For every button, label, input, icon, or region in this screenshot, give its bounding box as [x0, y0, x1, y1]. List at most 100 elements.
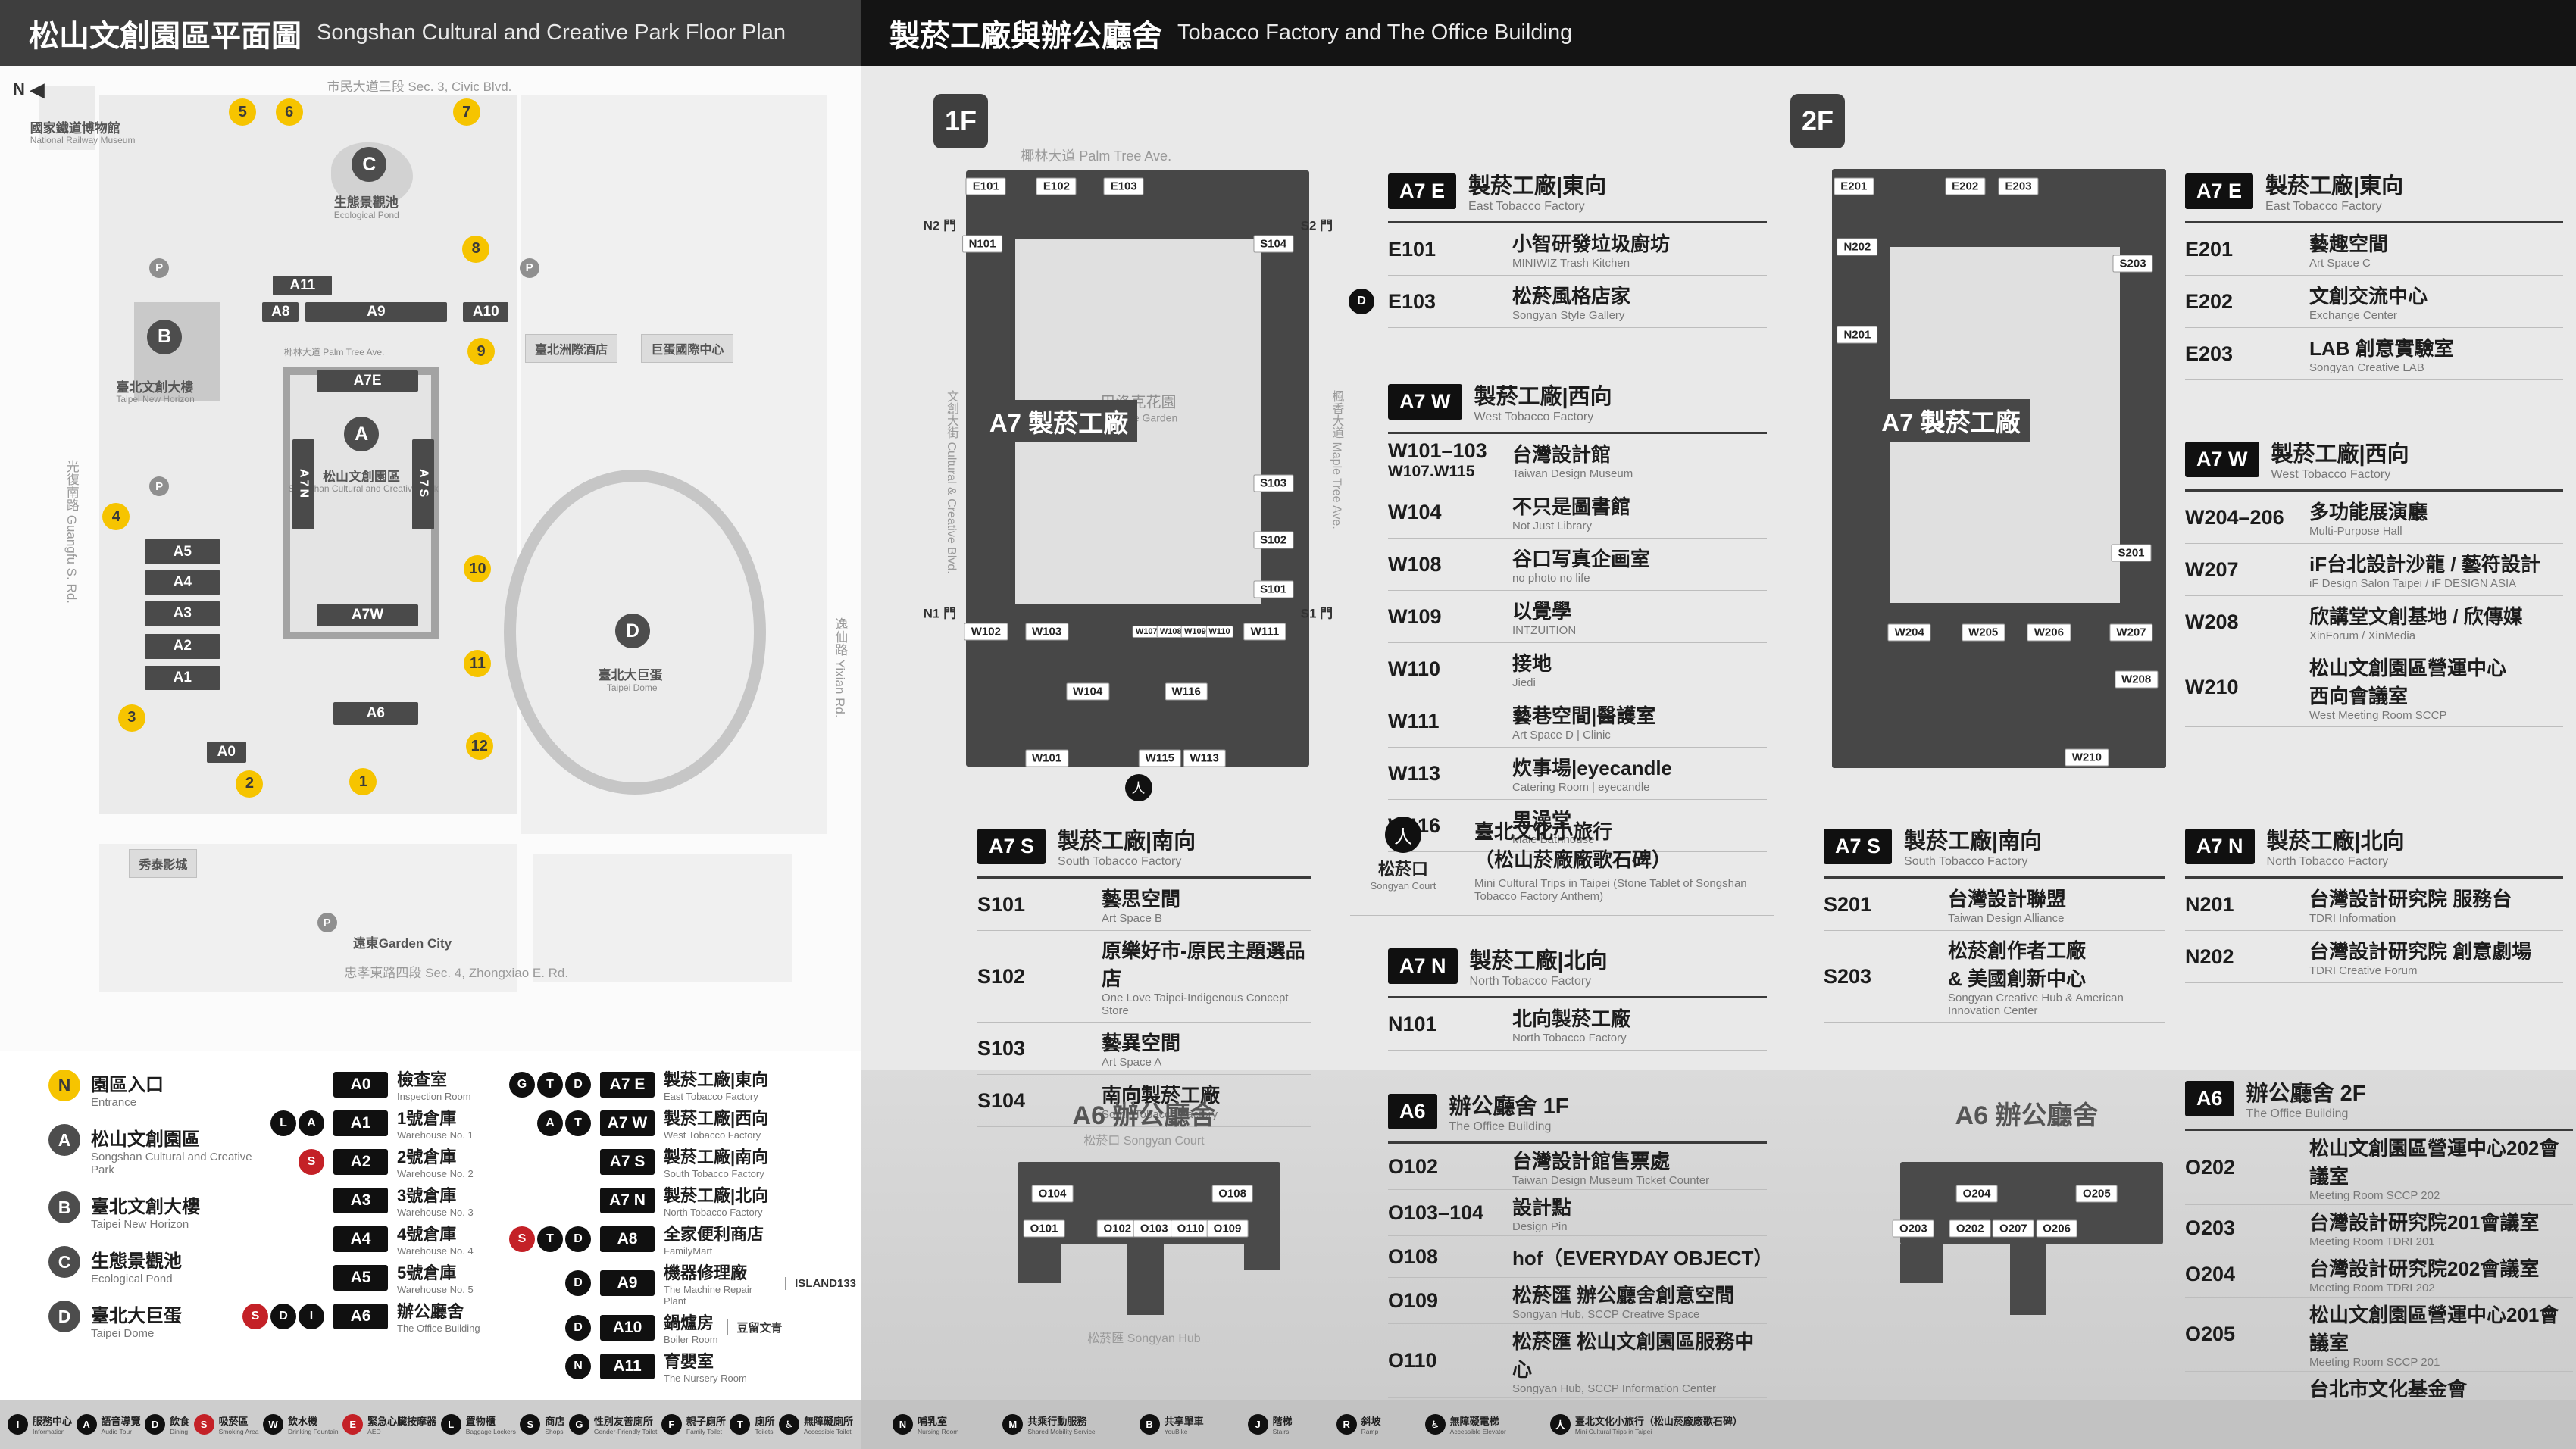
plan-room-label: O103: [1133, 1219, 1175, 1238]
map-label: 遠東Garden City: [352, 936, 452, 951]
facility-icon: J: [1247, 1414, 1268, 1435]
room-code: E202: [2185, 289, 2234, 313]
facility-icon: F: [661, 1414, 682, 1435]
facility-text: 哺乳室 Nursing Room: [918, 1416, 959, 1435]
map-label: 椰林大道 Palm Tree Ave.: [283, 347, 385, 358]
plan-room-label: W109: [1181, 626, 1209, 639]
facility-text: 性別友善廁所 Gender-Friendly Toilet: [593, 1416, 658, 1435]
legend-code-badge: A8: [600, 1226, 655, 1252]
facility-text: 廁所 Toilets: [755, 1416, 775, 1435]
legend-item: S A2 2號倉庫 Warehouse No. 2: [267, 1144, 486, 1179]
entrance-number-marker: 7: [452, 98, 480, 126]
right-title-zh: 製菸工廠與辦公廳舍: [889, 19, 1162, 53]
map-label: 秀泰影城: [129, 848, 198, 878]
legend-item: A5 5號倉庫 Warehouse No. 5: [267, 1260, 486, 1295]
section-tag: A6: [2185, 1080, 2234, 1116]
entrance-number-marker: 11: [464, 650, 492, 678]
entrance-number-marker: 5: [229, 98, 257, 126]
facility-text: 階梯 Stairs: [1272, 1416, 1293, 1435]
plan-room-label: O108: [1211, 1185, 1253, 1203]
facility-icon: S: [242, 1303, 268, 1329]
room-code: W104: [1388, 500, 1442, 523]
building-block-label: A10: [463, 302, 509, 322]
legend-item: A7 N 製菸工廠|北向 North Tobacco Factory: [506, 1182, 856, 1218]
legend-text: 2號倉庫 Warehouse No. 2: [397, 1148, 474, 1179]
facility-icon: 人: [1549, 1414, 1571, 1435]
facility-icon: ♿: [778, 1414, 799, 1435]
section-a7w-2f: A7 W 製菸工廠|西向 West Tobacco Factory W204–2…: [2185, 436, 2563, 727]
room-code: O202: [2185, 1156, 2236, 1179]
facility-icon: T: [565, 1110, 591, 1136]
legend-code-badge: A7 W: [600, 1110, 655, 1136]
plan-room-label: N201: [1837, 326, 1878, 344]
plan-room-label: S201: [2111, 544, 2152, 562]
facility-icon-cluster: D: [1349, 289, 1374, 314]
legend-item: N 園區入口 Entrance: [48, 1070, 306, 1109]
legend-item: D 臺北大巨蛋 Taipei Dome: [48, 1301, 306, 1340]
building-block-label: A2: [144, 634, 220, 659]
room-code: W204–206: [2185, 505, 2284, 529]
facility-icon: T: [730, 1414, 751, 1435]
gate-label: N2 門: [923, 218, 957, 233]
plan-room-label: E203: [1998, 177, 2039, 195]
legend-text: 機器修理廠 The Machine Repair Plant: [664, 1263, 753, 1307]
building-name-label: A7 製菸工廠: [1872, 398, 2030, 442]
facility-icon: D: [145, 1414, 166, 1435]
legend-extra-logo: 豆留文青: [727, 1319, 783, 1335]
facility-legend-item: ♿ 無障礙廁所 Accessible Toilet: [778, 1413, 853, 1435]
plan-room-label: W206: [2027, 623, 2071, 642]
legend-item: A0 檢查室 Inspection Room: [267, 1066, 486, 1102]
room-list-item: O108 hof（EVERYDAY OBJECT）: [1388, 1236, 1773, 1278]
map-label: 國家鐵道博物館: [30, 120, 120, 136]
legend-text: 臺北大巨蛋 Taipei Dome: [91, 1306, 182, 1340]
entrance-number-marker: 2: [236, 770, 264, 798]
room-code: W110: [1388, 657, 1441, 680]
section-header: A7 E 製菸工廠|東向 East Tobacco Factory: [1388, 168, 1767, 223]
parking-icon: P: [149, 476, 170, 497]
legend-text: 1號倉庫 Warehouse No. 1: [397, 1109, 474, 1141]
plan-room-label: W208: [2115, 670, 2159, 689]
section-tag: A7 S: [977, 828, 1046, 864]
room-code: S101: [977, 892, 1026, 916]
room-code: O110: [1388, 1349, 1437, 1372]
room-code: W111: [1388, 709, 1440, 732]
legend-item: A7 S 製菸工廠|南向 South Tobacco Factory: [506, 1144, 856, 1179]
building-wing: [2010, 1244, 2047, 1315]
taipei-new-horizon-building: [134, 302, 220, 401]
facility-icon-cluster: D: [506, 1314, 591, 1341]
legend-item: A3 3號倉庫 Warehouse No. 3: [267, 1182, 486, 1218]
map-label: Taipei Dome: [606, 682, 658, 693]
legend-text: 5號倉庫 Warehouse No. 5: [397, 1263, 474, 1295]
room-code: S103: [977, 1036, 1026, 1060]
parking-icon: P: [149, 258, 170, 278]
section-tag: A6: [1388, 1093, 1437, 1129]
facility-icon-cluster: S: [267, 1148, 324, 1175]
facility-icon: A: [299, 1110, 324, 1136]
facility-icon: I: [8, 1414, 28, 1435]
floor-badge-2f: 2F: [1790, 94, 1845, 148]
facility-icon: D: [145, 1414, 166, 1435]
facility-text: 共乘行動服務 Shared Mobility Service: [1027, 1416, 1096, 1435]
legend-circle-badge: D: [48, 1301, 80, 1332]
